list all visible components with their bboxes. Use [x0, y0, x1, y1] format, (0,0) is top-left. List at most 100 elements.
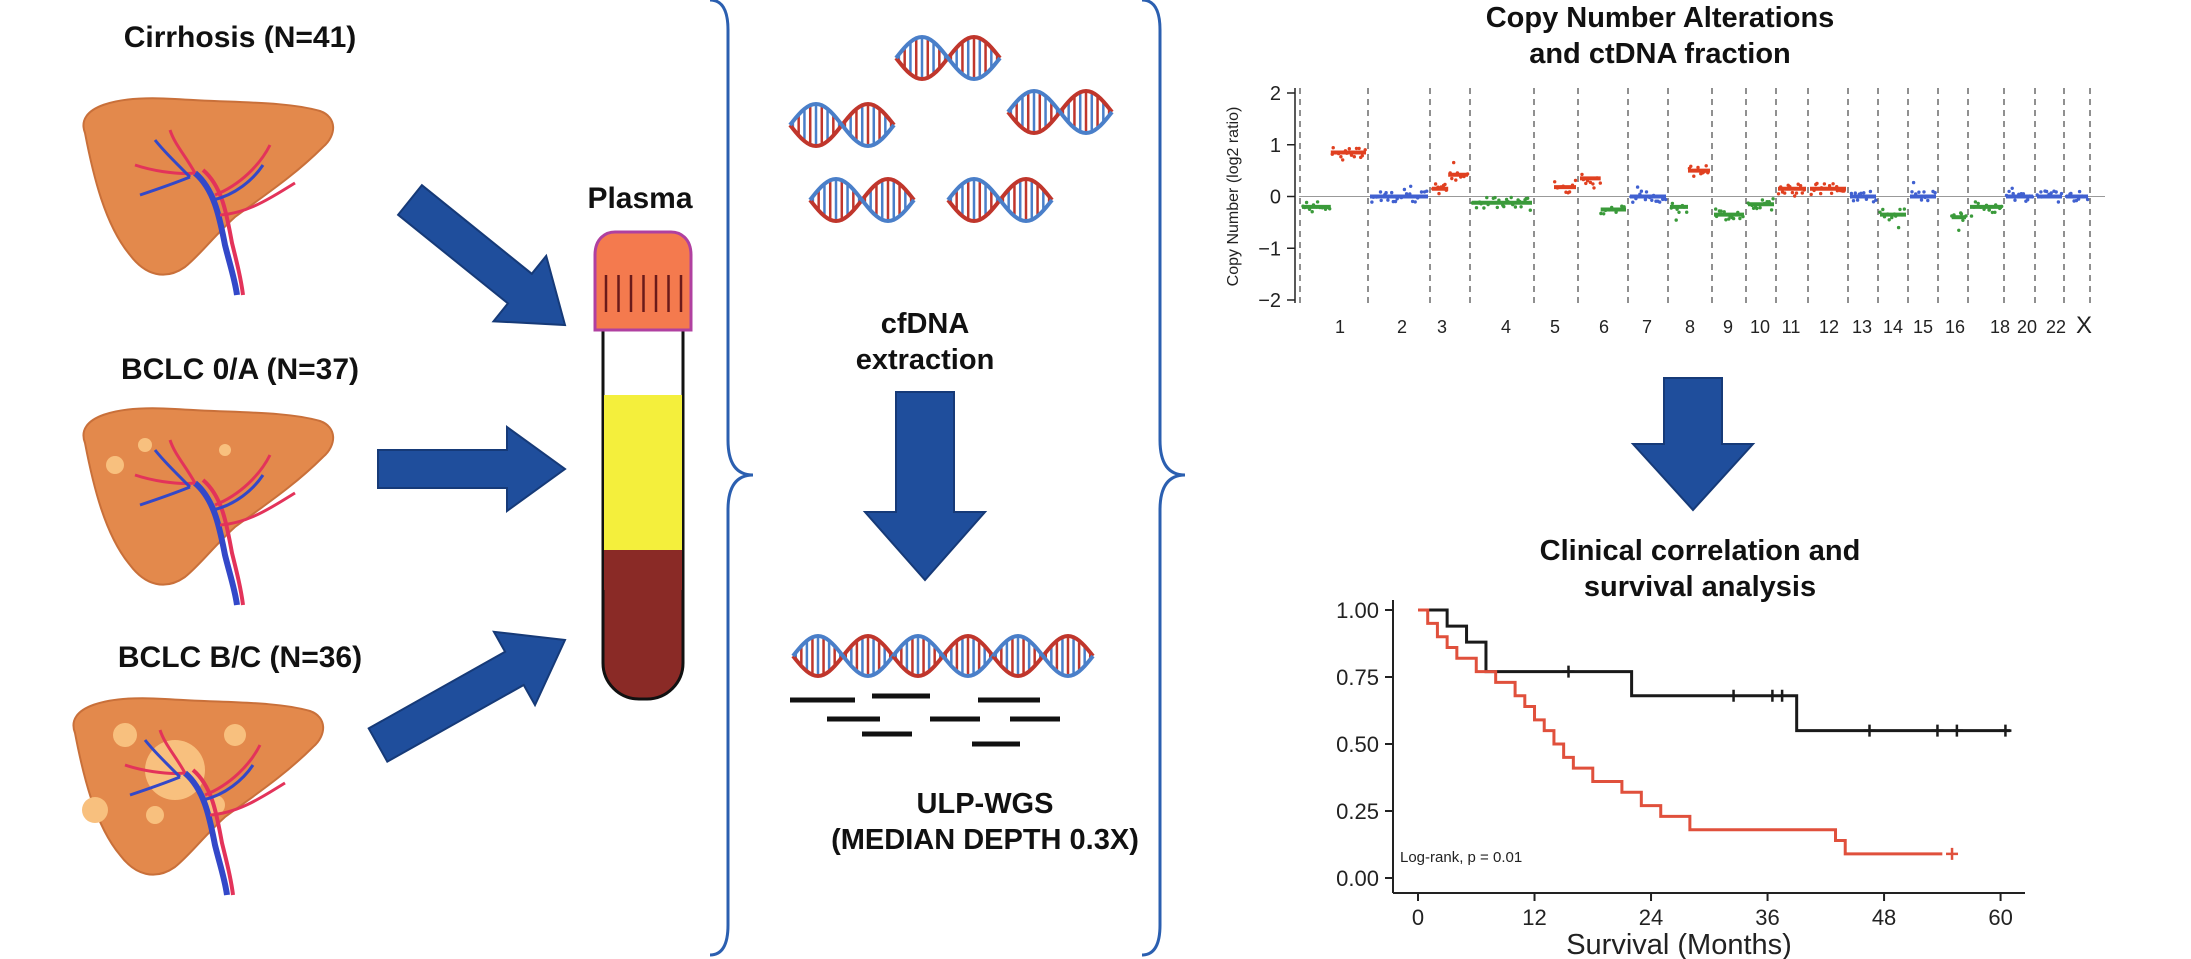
tumor-nodule — [146, 806, 164, 824]
cna-bin-point — [1827, 184, 1832, 188]
cna-bin-point — [1370, 200, 1374, 204]
cna-bin-point — [1815, 181, 1819, 186]
strand-b — [1006, 88, 1114, 136]
cna-bin-point — [1485, 195, 1489, 200]
cna-bin-point — [1724, 218, 1728, 222]
tumor-nodule — [224, 724, 246, 746]
cna-bin-point — [2011, 191, 2015, 196]
chromosome-label: 16 — [1945, 317, 1965, 337]
tumor-nodule — [138, 438, 152, 452]
cna-bin-point — [1849, 191, 1854, 196]
cna-bin-point — [1378, 190, 1383, 194]
cna-bin-point — [1413, 200, 1417, 204]
chromosome-label: 9 — [1723, 317, 1733, 337]
strand-b — [891, 633, 995, 679]
cna-bin-point — [2077, 189, 2082, 194]
chromosome-label: 8 — [1685, 317, 1695, 337]
arrow-bclc0a-to-plasma — [377, 425, 567, 513]
cna-bin-point — [2039, 190, 2043, 194]
cna-bin-point — [1598, 181, 1603, 185]
cna-bin-point — [1769, 208, 1774, 212]
cna-y-axis-label: Copy Number (log2 ratio) — [1225, 107, 1242, 287]
cna-bin-point — [1987, 208, 1992, 212]
cna-bin-point — [1902, 207, 1907, 211]
hepatic-artery — [201, 478, 245, 606]
strand-b — [946, 176, 1054, 224]
strand-b — [991, 633, 1095, 679]
cna-bin-point — [1580, 172, 1584, 177]
cna-bin-point — [1896, 225, 1901, 230]
cna-bin-point — [1809, 192, 1813, 197]
cna-bin-point — [1513, 205, 1518, 209]
cna-bin-point — [1798, 184, 1803, 188]
km-y-tick-label: 1.00 — [1336, 598, 1379, 623]
liver-icon — [82, 407, 335, 606]
vessel-branches — [134, 129, 296, 217]
strand-b — [808, 176, 916, 224]
km-x-tick-label: 36 — [1755, 905, 1779, 930]
cna-bin-point — [1519, 205, 1523, 209]
cna-bin-point — [1573, 178, 1578, 183]
cna-bin-point — [1658, 200, 1662, 204]
liver-icon — [72, 697, 325, 896]
chromosome-label: 18 — [1990, 317, 2010, 337]
cna-bin-point — [1976, 201, 1980, 206]
cna-bin-point — [1454, 178, 1458, 182]
cna-bin-point — [1800, 191, 1805, 195]
km-censor-mark — [1562, 665, 1575, 678]
cna-bin-point — [1474, 206, 1479, 210]
cna-y-tick-label: −2 — [1258, 290, 1281, 312]
cna-bin-point — [1933, 191, 1937, 195]
cna-bin-point — [1644, 190, 1649, 194]
cna-bin-point — [2026, 198, 2030, 202]
cna-bin-point — [1719, 209, 1723, 213]
chromosome-label: 12 — [1819, 317, 1839, 337]
cna-bin-point — [1315, 200, 1320, 204]
cna-bin-point — [1639, 189, 1644, 193]
cna-bin-point — [1419, 190, 1424, 194]
cna-bin-point — [1443, 182, 1447, 187]
cna-bin-point — [1526, 196, 1530, 200]
arrow-cna-to-survival — [1630, 377, 1756, 512]
km-y-tick-label: 0.75 — [1336, 665, 1379, 690]
cna-bin-point — [1674, 218, 1678, 222]
cna-bin-point — [1790, 190, 1795, 195]
km-x-tick-label: 60 — [1988, 905, 2012, 930]
vessel-branches — [124, 729, 286, 817]
cna-bin-point — [2007, 189, 2011, 194]
cna-bin-point — [1357, 146, 1361, 151]
cna-bin-point — [1890, 215, 1894, 220]
cna-bin-point — [1685, 210, 1689, 214]
cna-bin-point — [1776, 192, 1781, 196]
cohort-label-cirrhosis: Cirrhosis (N=41) — [123, 21, 357, 54]
cna-bin-point — [1704, 164, 1708, 168]
cna-bin-point — [1354, 146, 1359, 151]
cna-bin-point — [1599, 211, 1603, 216]
cna-bin-point — [1433, 182, 1438, 186]
cna-bin-point — [1452, 160, 1456, 165]
cna-bin-point — [1771, 197, 1775, 201]
cna-bin-point — [1794, 191, 1799, 195]
km-censor-mark — [1931, 724, 1944, 737]
strand-b — [791, 633, 895, 679]
cna-y-tick-label: −1 — [1258, 238, 1281, 260]
tube-plasma — [604, 395, 682, 550]
vessel-branches — [139, 139, 265, 202]
cna-bin-point — [1390, 190, 1394, 195]
cna-bin-point — [2044, 189, 2049, 194]
cna-bin-point — [1887, 218, 1891, 222]
cna-bin-point — [1793, 194, 1797, 198]
cna-bin-point — [1304, 200, 1309, 205]
ulp-wgs-label: ULP-WGS (MEDIAN DEPTH 0.3X) — [831, 788, 1139, 856]
chromosome-label: 4 — [1501, 317, 1511, 337]
bracket-right — [1141, 0, 1186, 957]
portal-vein — [192, 170, 240, 296]
km-y-tick-label: 0.25 — [1336, 799, 1379, 824]
cohort-label-bclc-0a: BCLC 0/A (N=37) — [120, 353, 360, 386]
hepatic-artery — [201, 168, 245, 296]
cna-bin-point — [1926, 198, 1930, 203]
km-censor-mark — [1946, 847, 1959, 860]
cna-bin-point — [1755, 206, 1759, 211]
cna-bin-point — [1692, 174, 1696, 178]
